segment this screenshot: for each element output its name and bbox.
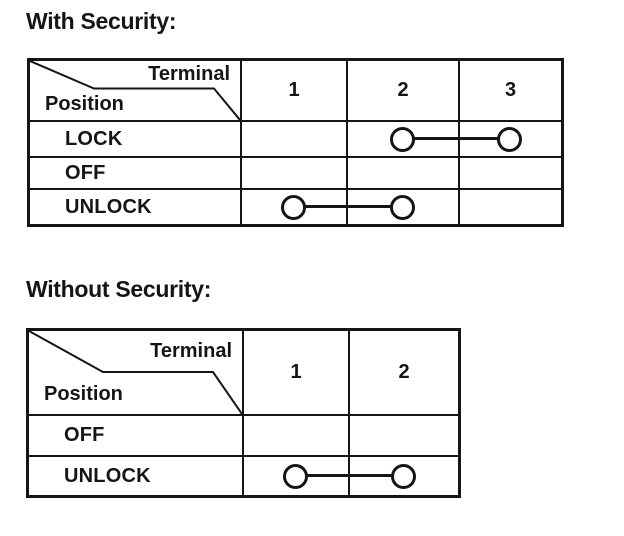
terminal-cell <box>458 158 561 188</box>
row-label-cell: OFF <box>30 158 240 188</box>
row-label-cell: OFF <box>29 416 242 455</box>
heading-without-security: Without Security: <box>26 276 212 302</box>
table-row-off: OFF <box>29 414 458 455</box>
table-row-lock: LOCK <box>30 120 561 156</box>
table-row-off: OFF <box>30 156 561 188</box>
terminal-column-header-1: 1 <box>240 61 346 120</box>
table-header-row: Terminal Position 1 2 3 <box>30 61 561 120</box>
corner-header-cell: Terminal Position <box>30 61 240 120</box>
terminal-cell <box>240 122 346 156</box>
position-header-label: Position <box>44 383 123 405</box>
table-row-unlock: UNLOCK <box>30 188 561 224</box>
terminal-column-header-2: 2 <box>348 331 458 414</box>
continuity-table-with-security: Terminal Position 1 2 3 LOCK OFF <box>27 58 564 227</box>
row-label-cell: UNLOCK <box>29 457 242 495</box>
terminal-cell <box>458 190 561 224</box>
continuity-wire <box>402 137 510 140</box>
terminal-cell <box>346 158 458 188</box>
terminal-column-header-3: 3 <box>458 61 561 120</box>
terminal-column-header-2: 2 <box>346 61 458 120</box>
terminal-cell <box>242 416 348 455</box>
continuity-terminal-node <box>282 463 308 489</box>
corner-divider-line <box>30 61 240 120</box>
continuity-wire <box>295 474 403 477</box>
row-label: UNLOCK <box>64 464 151 487</box>
continuity-wire <box>293 205 402 208</box>
row-label: LOCK <box>65 127 123 150</box>
heading-with-security: With Security: <box>26 8 177 34</box>
continuity-terminal-node <box>390 463 416 489</box>
terminal-header-label: Terminal <box>148 63 230 85</box>
corner-divider-line <box>29 331 242 414</box>
terminal-cell <box>348 416 458 455</box>
table-row-unlock: UNLOCK <box>29 455 458 495</box>
terminal-cell <box>242 457 348 495</box>
terminal-cell <box>346 122 458 156</box>
position-header-label: Position <box>45 93 124 115</box>
row-label-cell: LOCK <box>30 122 240 156</box>
continuity-terminal-node <box>280 194 306 220</box>
terminal-cell <box>240 158 346 188</box>
continuity-table-without-security: Terminal Position 1 2 OFF UNLOCK <box>26 328 461 498</box>
terminal-column-header-1: 1 <box>242 331 348 414</box>
continuity-terminal-node <box>389 126 415 152</box>
row-label: OFF <box>64 424 105 446</box>
row-label-cell: UNLOCK <box>30 190 240 224</box>
continuity-terminal-node <box>497 126 522 152</box>
continuity-terminal-node <box>389 194 415 220</box>
row-label: UNLOCK <box>65 195 152 218</box>
table-header-row: Terminal Position 1 2 <box>29 331 458 414</box>
terminal-cell <box>240 190 346 224</box>
corner-header-cell: Terminal Position <box>29 331 242 414</box>
row-label: OFF <box>65 161 106 184</box>
terminal-header-label: Terminal <box>150 340 232 362</box>
